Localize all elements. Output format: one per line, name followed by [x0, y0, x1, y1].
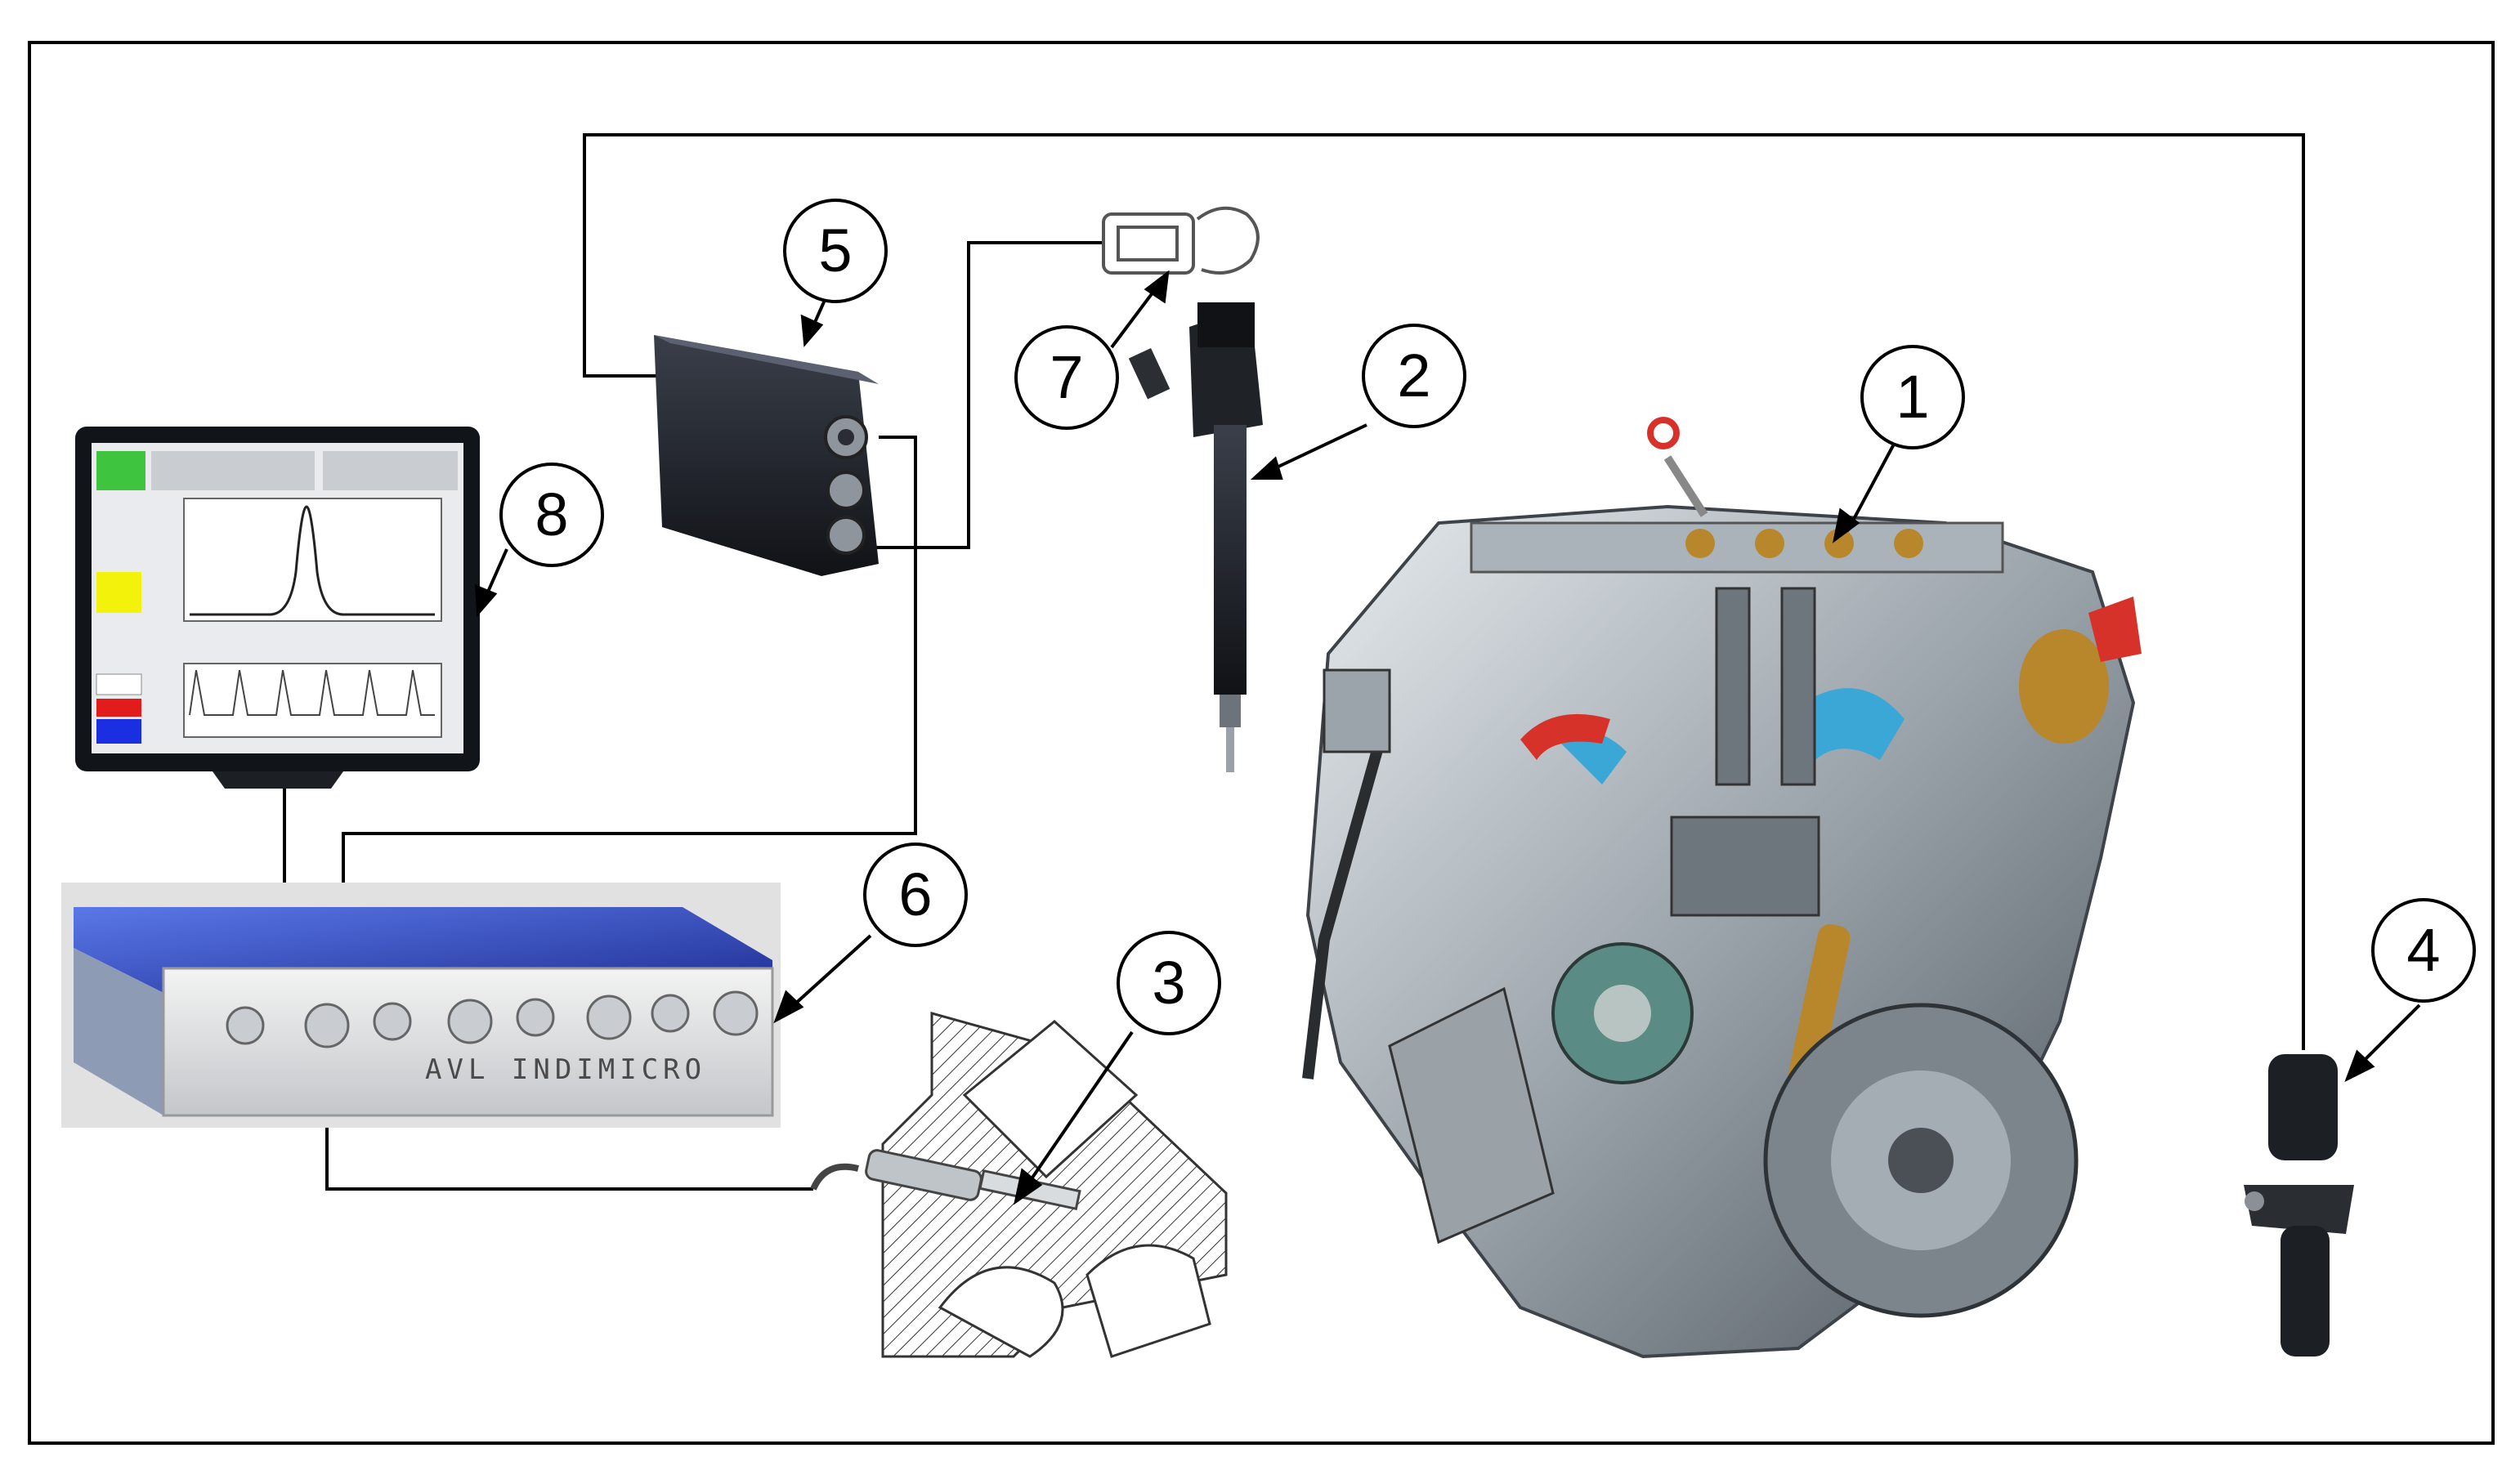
- wire-amplifier-to-indicating-module: [342, 436, 917, 895]
- callout-3: 3: [1117, 931, 1221, 1035]
- callout-1-label: 1: [1896, 363, 1929, 431]
- callout-5-label: 5: [818, 217, 852, 284]
- outer-frame: [28, 41, 2495, 1445]
- crank-angle-sensor: [2244, 1054, 2354, 1357]
- pressure-sensor-sketch: [810, 1012, 1228, 1358]
- callout-2: 2: [1362, 324, 1466, 428]
- callout-6: 6: [863, 843, 968, 947]
- callout-4-label: 4: [2406, 916, 2440, 984]
- module-panel-label: AVL INDIMICRO: [425, 1053, 706, 1086]
- callout-7-label: 7: [1050, 343, 1083, 411]
- pc-monitor: [75, 427, 480, 789]
- fuel-injector: [1128, 302, 1263, 772]
- indicating-module: AVL INDIMICRO: [61, 883, 781, 1128]
- callout-3-label: 3: [1152, 949, 1185, 1017]
- engine-cutaway: [1302, 417, 2142, 1359]
- callout-2-label: 2: [1397, 342, 1430, 409]
- charge-amplifier: [654, 335, 879, 576]
- callout-8-label: 8: [535, 480, 568, 548]
- callout-8: 8: [499, 463, 604, 567]
- leader-arrows: [474, 270, 2421, 1205]
- current-clamp: [1102, 206, 1260, 275]
- callout-6-label: 6: [898, 860, 932, 928]
- callout-5: 5: [783, 199, 888, 303]
- callout-1: 1: [1860, 345, 1965, 449]
- callout-7: 7: [1014, 325, 1119, 430]
- wire-crank-sensor-to-amplifier: [583, 133, 2305, 1050]
- callout-4: 4: [2371, 898, 2476, 1003]
